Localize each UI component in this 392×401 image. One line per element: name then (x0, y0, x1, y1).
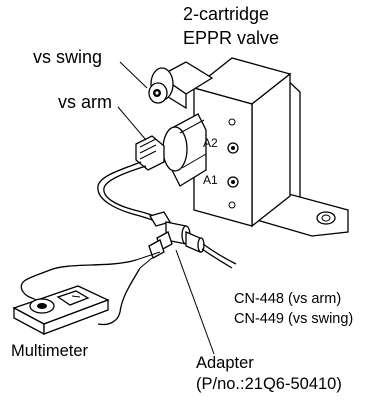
vs-arm-label: vs arm (58, 92, 112, 112)
adapter-label-line1: Adapter (196, 354, 254, 372)
upper-cartridge (148, 61, 214, 110)
valve-title-line2: EPPR valve (183, 28, 279, 48)
port-a2-label: A2 (203, 136, 218, 150)
connector-label-line2: CN-449 (vs swing) (234, 311, 353, 327)
valve-title-line1: 2-cartridge (183, 4, 269, 24)
port-a1-label: A1 (203, 173, 218, 187)
adapter-label-line2: (P/no.:21Q6-50410) (196, 375, 342, 393)
multimeter (12, 285, 110, 336)
adapter (148, 211, 237, 269)
connector-label-line1: CN-448 (vs arm) (234, 291, 341, 307)
vs-arm-leader (117, 106, 147, 141)
probe-leads (20, 251, 161, 326)
adapter-leader (175, 249, 215, 355)
vs-swing-leader (119, 61, 148, 89)
vs-swing-label: vs swing (33, 47, 102, 67)
valve-block (192, 57, 292, 228)
multimeter-label: Multimeter (11, 342, 89, 360)
lower-cartridge (135, 113, 207, 187)
